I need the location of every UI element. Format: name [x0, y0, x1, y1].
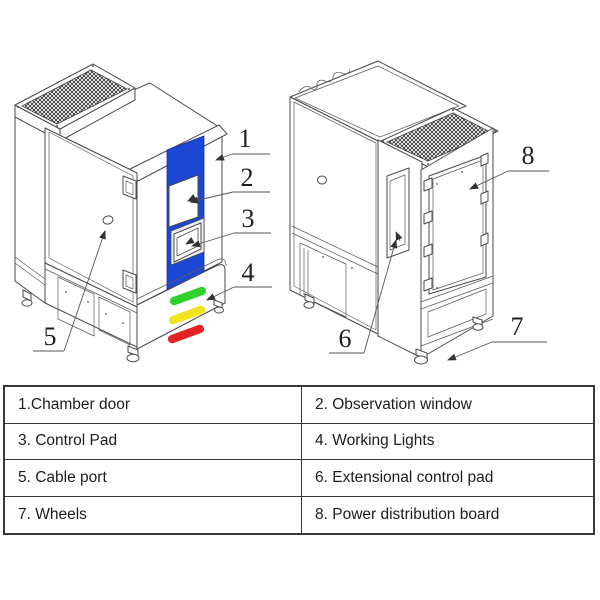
left-chamber-feet [21, 289, 224, 363]
callout-5: 5 [43, 322, 57, 351]
part-label-control-pad: 3. Control Pad [5, 423, 302, 460]
side-face [289, 96, 381, 336]
power-distribution-board [420, 127, 494, 359]
board-hinge [480, 152, 489, 167]
part-label-cable-port: 5. Cable port [5, 460, 302, 497]
extensional-control-pad [377, 139, 423, 359]
right-chamber-illustration [289, 60, 499, 365]
part-label-extensional-control-pad: 6. Extensional control pad [302, 460, 593, 497]
callout-2: 2 [240, 163, 254, 192]
board-hinge [480, 232, 489, 247]
callout-7: 7 [510, 312, 524, 341]
light-red [167, 324, 205, 344]
board-hinge [423, 277, 433, 292]
wheel [414, 355, 428, 365]
lower-right-face [136, 264, 226, 350]
board-hinge [423, 243, 433, 258]
wheel [303, 301, 315, 309]
board-hinge [480, 190, 489, 205]
part-label-power-distribution-board: 8. Power distribution board [315, 505, 500, 523]
rear-vent-unit [380, 107, 499, 168]
lower-front-panels [44, 262, 138, 348]
light-yellow [168, 305, 206, 325]
part-label-observation-window: 2. Observation window [302, 387, 593, 424]
parts-legend-table: 1.Chamber door 2. Observation window 3. … [3, 385, 595, 535]
part-label-wheels: 7. Wheels [5, 496, 302, 533]
callout-8: 8 [521, 141, 535, 170]
side-port [317, 175, 327, 185]
working-lights [167, 286, 207, 344]
callout-3: 3 [241, 204, 255, 233]
diagram-line-art [14, 60, 549, 365]
callout-4: 4 [241, 258, 255, 287]
control-pad [170, 217, 205, 266]
callout-1: 1 [238, 124, 252, 153]
light-green [169, 286, 207, 306]
top-vent-unit [14, 63, 136, 142]
part-label-working-lights: 4. Working Lights [302, 424, 593, 460]
wheel [472, 323, 484, 331]
callout-6: 6 [338, 324, 352, 353]
callout-leader-lines [33, 153, 549, 361]
part-label-chamber-door: 1.Chamber door [5, 387, 302, 424]
cable-port [102, 215, 114, 225]
board-hinge [423, 177, 433, 192]
left-chamber-illustration [14, 63, 228, 363]
vent-grille [21, 69, 128, 125]
chamber-door [44, 127, 138, 308]
top-cable [298, 68, 351, 93]
wheels [303, 293, 484, 365]
board-hinge [423, 210, 433, 225]
